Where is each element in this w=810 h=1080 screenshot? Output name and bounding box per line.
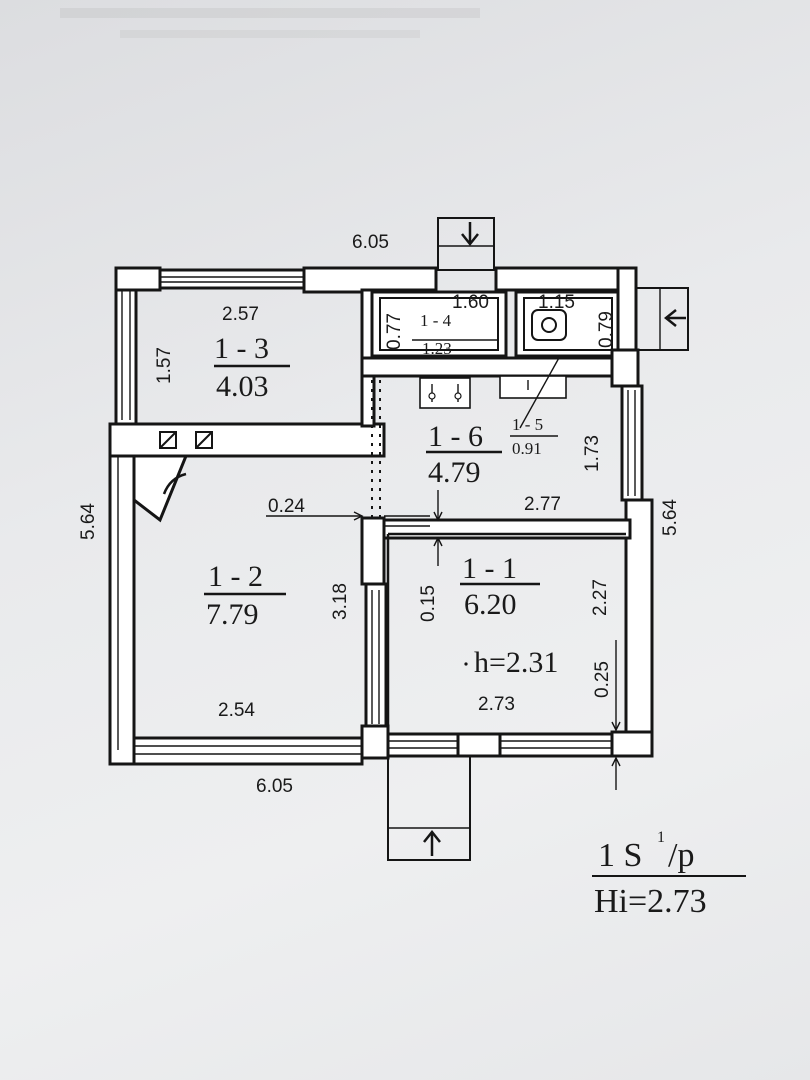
room-1-4-length: 0.77	[384, 313, 405, 350]
room-1-5-id: 1 - 5	[512, 415, 543, 434]
wall-column-mid	[360, 516, 386, 586]
room-1-4-width: 1.60	[452, 292, 489, 313]
wall-column-bottom	[360, 724, 390, 760]
wall-under-wc	[360, 356, 624, 378]
stove-icon	[132, 454, 189, 523]
stamp-floor-suffix: /p	[668, 837, 694, 874]
sink-icon	[419, 377, 471, 409]
room-1-2-length: 3.18	[330, 583, 351, 620]
room-1-4-id: 1 - 4	[420, 311, 452, 330]
background-bleed	[60, 8, 480, 38]
dim-left-height: 5.64	[78, 503, 99, 540]
room-1-6-area: 4.79	[428, 456, 481, 489]
window-gap: 0.25	[592, 661, 613, 698]
top-window-1-3	[158, 268, 306, 290]
wall-notch-right	[610, 348, 640, 388]
ceiling-height: h=2.31	[474, 646, 558, 679]
outer-walls	[108, 266, 654, 766]
room-1-1-id: 1 - 1	[462, 552, 517, 585]
stamp-height-label: Hi=2.73	[594, 883, 707, 920]
arrow-down-icon	[461, 233, 479, 247]
room-1-5-width: 1.15	[538, 292, 575, 313]
partition-gap: 0.15	[418, 585, 439, 622]
room-1-1-length: 2.27	[590, 579, 611, 616]
room-1-3-length: 1.57	[154, 347, 175, 384]
dim-top-width: 6.05	[352, 232, 389, 253]
top-entrance	[437, 217, 495, 271]
room-1-2-area: 7.79	[206, 598, 259, 631]
room-1-5-length: 0.79	[596, 311, 617, 348]
room-1-5-area: 0.91	[512, 439, 542, 458]
room-1-1-area: 6.20	[464, 588, 517, 621]
room-1-6-length: 1.73	[582, 435, 603, 472]
room-1-3-width: 2.57	[222, 304, 259, 325]
dim-wall-offset: 0.24	[268, 496, 305, 517]
left-wall-window-upper	[114, 266, 138, 430]
wall-1-3-1-2	[108, 422, 386, 458]
floor-stamp: 1 S 1 /p Hi=2.73	[592, 829, 746, 920]
room-1-1-width: 2.73	[478, 694, 515, 715]
left-wall-lower	[108, 426, 136, 766]
dimension-labels: 6.05 6.05 5.64 5.64 0.24 2.57 1.57 1 - 3…	[78, 232, 681, 797]
room-1-2-width: 2.54	[218, 700, 255, 721]
top-wall-mid	[302, 266, 438, 294]
arrow-left-icon	[663, 309, 677, 327]
dim-bottom-width: 6.05	[256, 776, 293, 797]
room-1-3-area: 4.03	[216, 370, 269, 403]
interior-walls	[108, 288, 640, 760]
room-1-3-id: 1 - 3	[214, 332, 269, 365]
dimension-lines	[266, 339, 621, 790]
right-entrance	[635, 287, 689, 351]
bottom-wall-block	[456, 732, 502, 758]
room-1-4-area: 1.23	[422, 339, 452, 358]
room-1-6-width: 2.77	[524, 494, 561, 515]
counter-icon	[499, 375, 567, 399]
wall-1-6-1-1	[382, 518, 632, 540]
right-wall-window	[620, 384, 644, 502]
stamp-floor-superscript: 1	[657, 829, 665, 846]
right-wall-lower	[624, 498, 654, 758]
top-wall-right	[494, 266, 638, 292]
corner-block-tl	[114, 266, 162, 292]
bottom-entrance	[387, 755, 471, 861]
arrow-up-icon	[423, 829, 441, 843]
room-1-6-id: 1 - 6	[428, 420, 483, 453]
dim-right-height: 5.64	[660, 499, 681, 536]
bottom-corner-right	[610, 730, 654, 758]
wall-window-mid	[364, 582, 388, 730]
room-1-2-id: 1 - 2	[208, 560, 263, 593]
entrances	[387, 217, 689, 861]
stamp-floor-label: 1 S	[598, 837, 642, 874]
bottom-window-1-2	[132, 736, 364, 766]
